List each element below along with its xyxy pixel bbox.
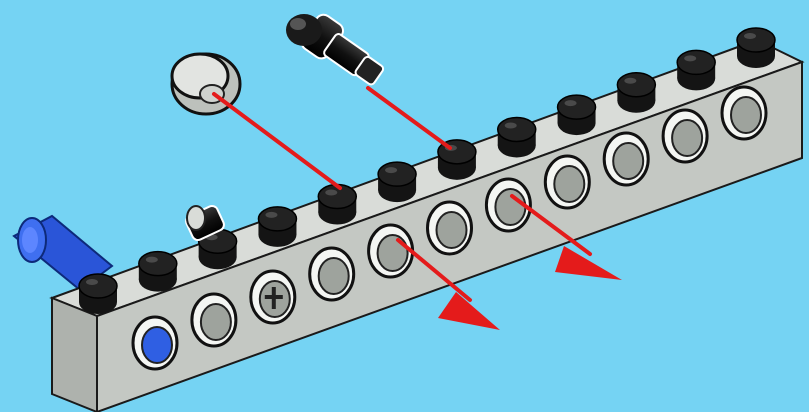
beam-end-face [52, 298, 97, 412]
stud [378, 162, 416, 202]
beam-hole [722, 87, 766, 139]
beam-hole [545, 156, 589, 208]
beam-hole [369, 225, 413, 277]
stud [558, 95, 596, 135]
beam-hole [428, 202, 472, 254]
stud [438, 140, 476, 180]
stud [498, 117, 536, 157]
stud [79, 274, 117, 314]
stud [258, 207, 296, 247]
stud [617, 73, 655, 113]
stud [139, 252, 177, 292]
beam-hole [310, 248, 354, 300]
beam-hole [251, 271, 295, 323]
beam-hole [663, 110, 707, 162]
beam-hole [192, 294, 236, 346]
stud [677, 50, 715, 90]
beam-hole [604, 133, 648, 185]
stud [737, 28, 775, 68]
beam-hole [133, 317, 177, 369]
stud [318, 185, 356, 225]
